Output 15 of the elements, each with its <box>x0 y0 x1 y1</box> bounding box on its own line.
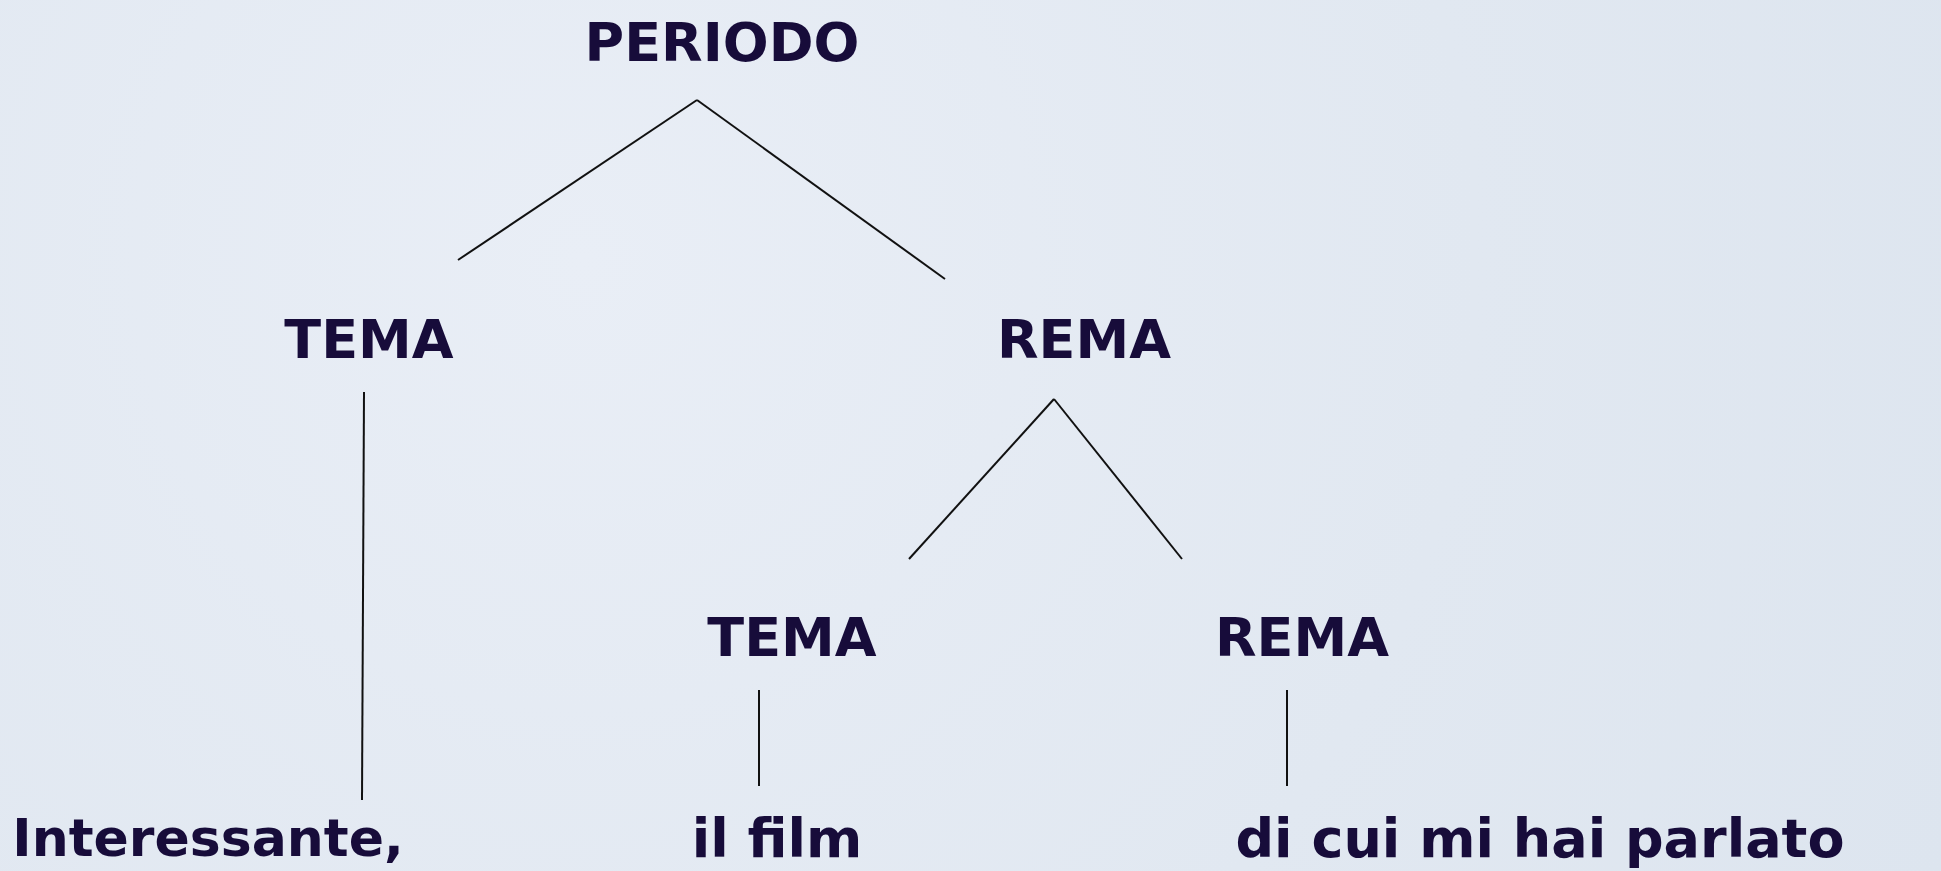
tree-label: il film <box>687 807 867 871</box>
tree-label: di cui mi hai parlato <box>1231 807 1849 871</box>
tree-label: PERIODO <box>580 11 864 75</box>
tree-label: TEMA <box>280 308 458 372</box>
tree-branch-line <box>457 99 698 261</box>
tree-label: Interessante, <box>8 809 408 869</box>
tree-branch-line <box>758 689 760 787</box>
tree-branch-line <box>696 99 946 280</box>
tree-branch-line <box>1286 689 1288 787</box>
tree-branch-line <box>361 391 365 801</box>
tree-label: REMA <box>993 308 1175 372</box>
tree-branch-line <box>1053 398 1183 560</box>
tree-label: REMA <box>1211 606 1393 670</box>
tree-branch-line <box>908 398 1055 560</box>
tree-label: TEMA <box>703 606 881 670</box>
